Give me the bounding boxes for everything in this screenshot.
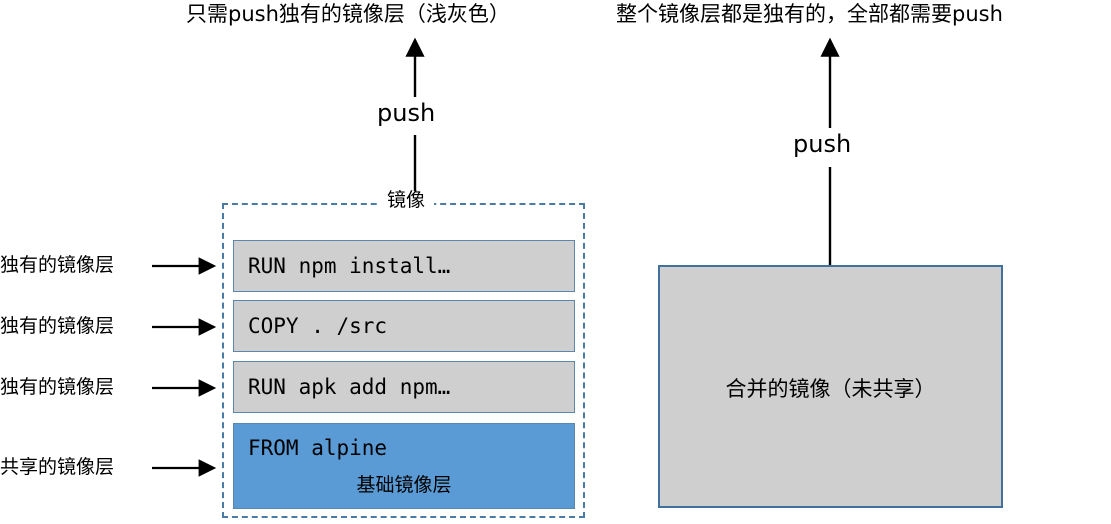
layer-code-text: COPY . /src — [248, 314, 388, 338]
side-label-unique-3: 独有的镜像层 — [0, 376, 115, 398]
image-group-label: 镜像 — [378, 191, 435, 210]
merged-image-label: 合并的镜像（未共享） — [725, 377, 936, 401]
push-label-right: push — [786, 132, 859, 156]
title-right-caption: 整个镜像层都是独有的，全部都需要push — [616, 2, 1003, 26]
layer-box-unique-3: RUN apk add npm… — [233, 361, 575, 413]
base-layer-sublabel: 基础镜像层 — [356, 474, 452, 496]
push-label-left: push — [370, 101, 443, 125]
layer-box-unique-1: RUN npm install… — [233, 240, 575, 292]
layer-code-text: FROM alpine — [248, 436, 388, 460]
side-label-shared: 共享的镜像层 — [0, 456, 115, 478]
title-left-caption: 只需push独有的镜像层（浅灰色） — [186, 2, 510, 26]
layer-box-unique-2: COPY . /src — [233, 300, 575, 352]
side-label-unique-2: 独有的镜像层 — [0, 315, 115, 337]
layer-code-text: RUN apk add npm… — [248, 375, 451, 399]
side-label-unique-1: 独有的镜像层 — [0, 254, 115, 276]
merged-image-box: 合并的镜像（未共享） — [658, 265, 1003, 508]
layer-code-text: RUN npm install… — [248, 254, 451, 278]
layer-box-shared-base: FROM alpine 基础镜像层 — [233, 423, 575, 509]
